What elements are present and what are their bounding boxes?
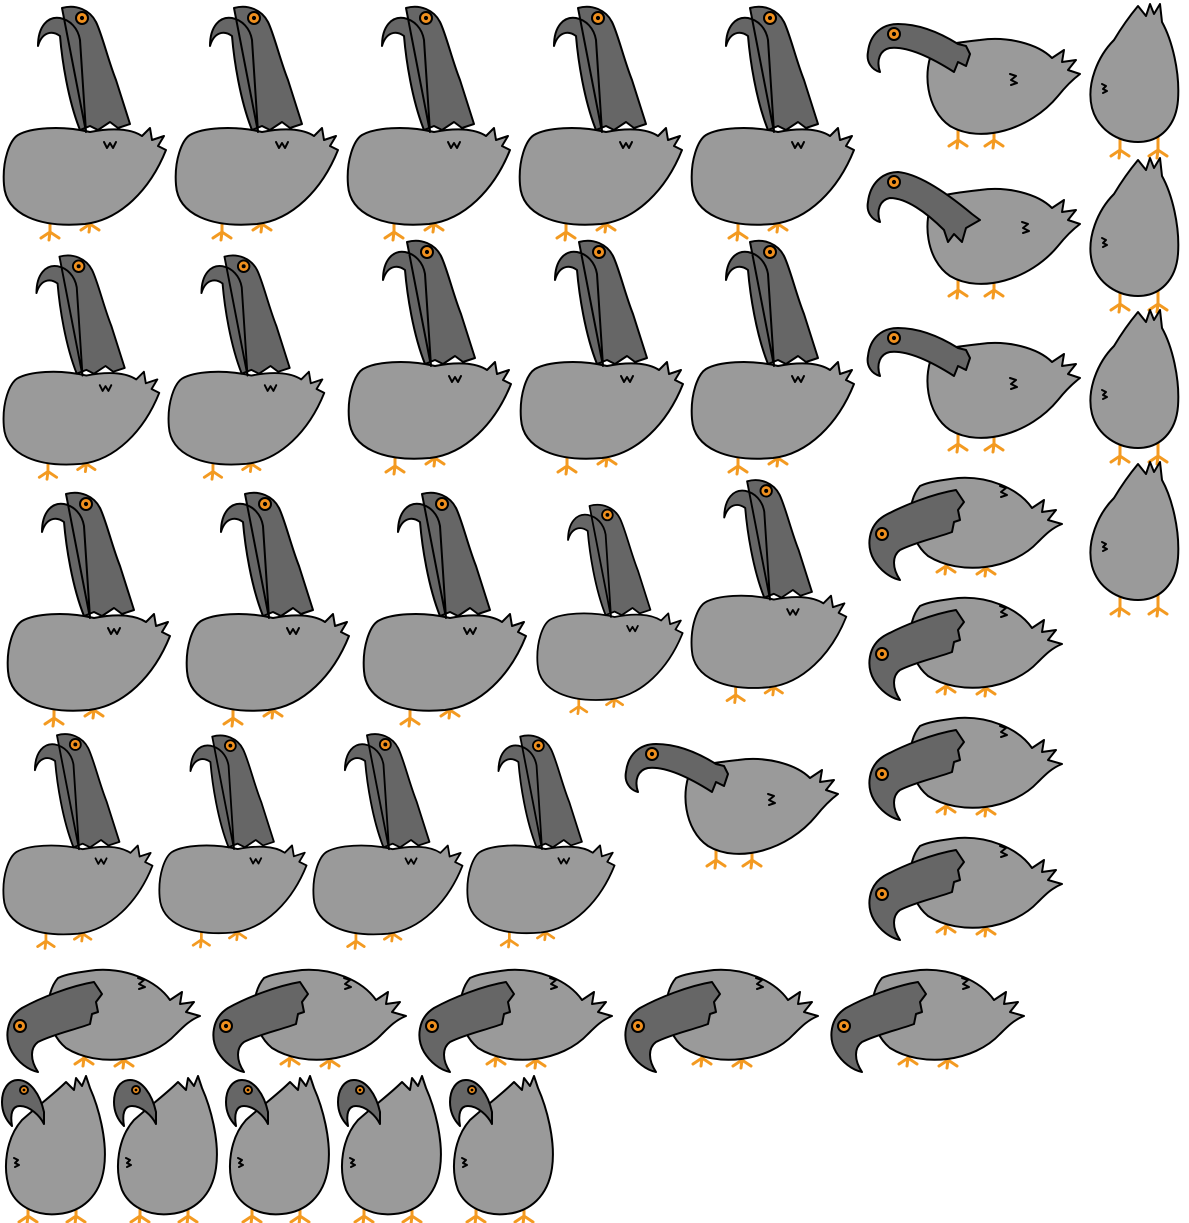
pigeon-stand-sprite [158, 734, 308, 949]
pigeon-stand-sprite [2, 254, 161, 481]
pigeon-back-sprite [1089, 309, 1180, 466]
pigeon-front-sprite [1, 1075, 106, 1223]
pigeon-stand-sprite [6, 491, 171, 728]
pigeon-reach-sprite [624, 743, 839, 870]
pigeon-stand-sprite [519, 239, 684, 476]
pigeon-front-sprite [113, 1075, 218, 1223]
pigeon-peck-sprite [6, 968, 201, 1073]
pigeon-stand-sprite [174, 5, 339, 242]
pigeon-back-sprite [1089, 157, 1180, 314]
pigeon-stand-sprite [690, 239, 855, 476]
pigeon-stand-sprite [346, 5, 511, 242]
pigeon-reach-sprite [866, 171, 1081, 300]
pigeon-peck-sprite [418, 968, 613, 1073]
pigeon-stand-sprite [312, 733, 464, 950]
pigeon-back-sprite [1089, 3, 1180, 160]
pigeon-stand-sprite [536, 503, 684, 715]
pigeon-stand-sprite [362, 491, 527, 728]
pigeon-peck-sprite [830, 968, 1025, 1073]
pigeon-front-sprite [449, 1075, 554, 1223]
pigeon-reach-sprite [866, 23, 1081, 150]
pigeon-stand-sprite [690, 5, 855, 242]
pigeon-peck-sprite [868, 716, 1063, 821]
pigeon-stand-sprite [518, 5, 683, 242]
pigeon-stand-sprite [185, 491, 350, 728]
pigeon-stand-sprite [167, 254, 326, 481]
pigeon-front-sprite [225, 1075, 330, 1223]
pigeon-stand-sprite [690, 479, 848, 704]
pigeon-stand-sprite [2, 733, 154, 950]
pigeon-stand-sprite [347, 239, 512, 476]
pigeon-front-sprite [337, 1075, 442, 1223]
pigeon-peck-sprite [868, 596, 1063, 701]
pigeon-peck-sprite [868, 836, 1063, 941]
pigeon-stand-sprite [466, 734, 616, 949]
pigeon-peck-sprite [212, 968, 407, 1073]
pigeon-peck-sprite [868, 476, 1063, 581]
pigeon-back-sprite [1089, 461, 1180, 618]
pigeon-stand-sprite [2, 5, 167, 242]
pigeon-peck-sprite [624, 968, 819, 1073]
pigeon-reach-sprite [866, 327, 1081, 454]
